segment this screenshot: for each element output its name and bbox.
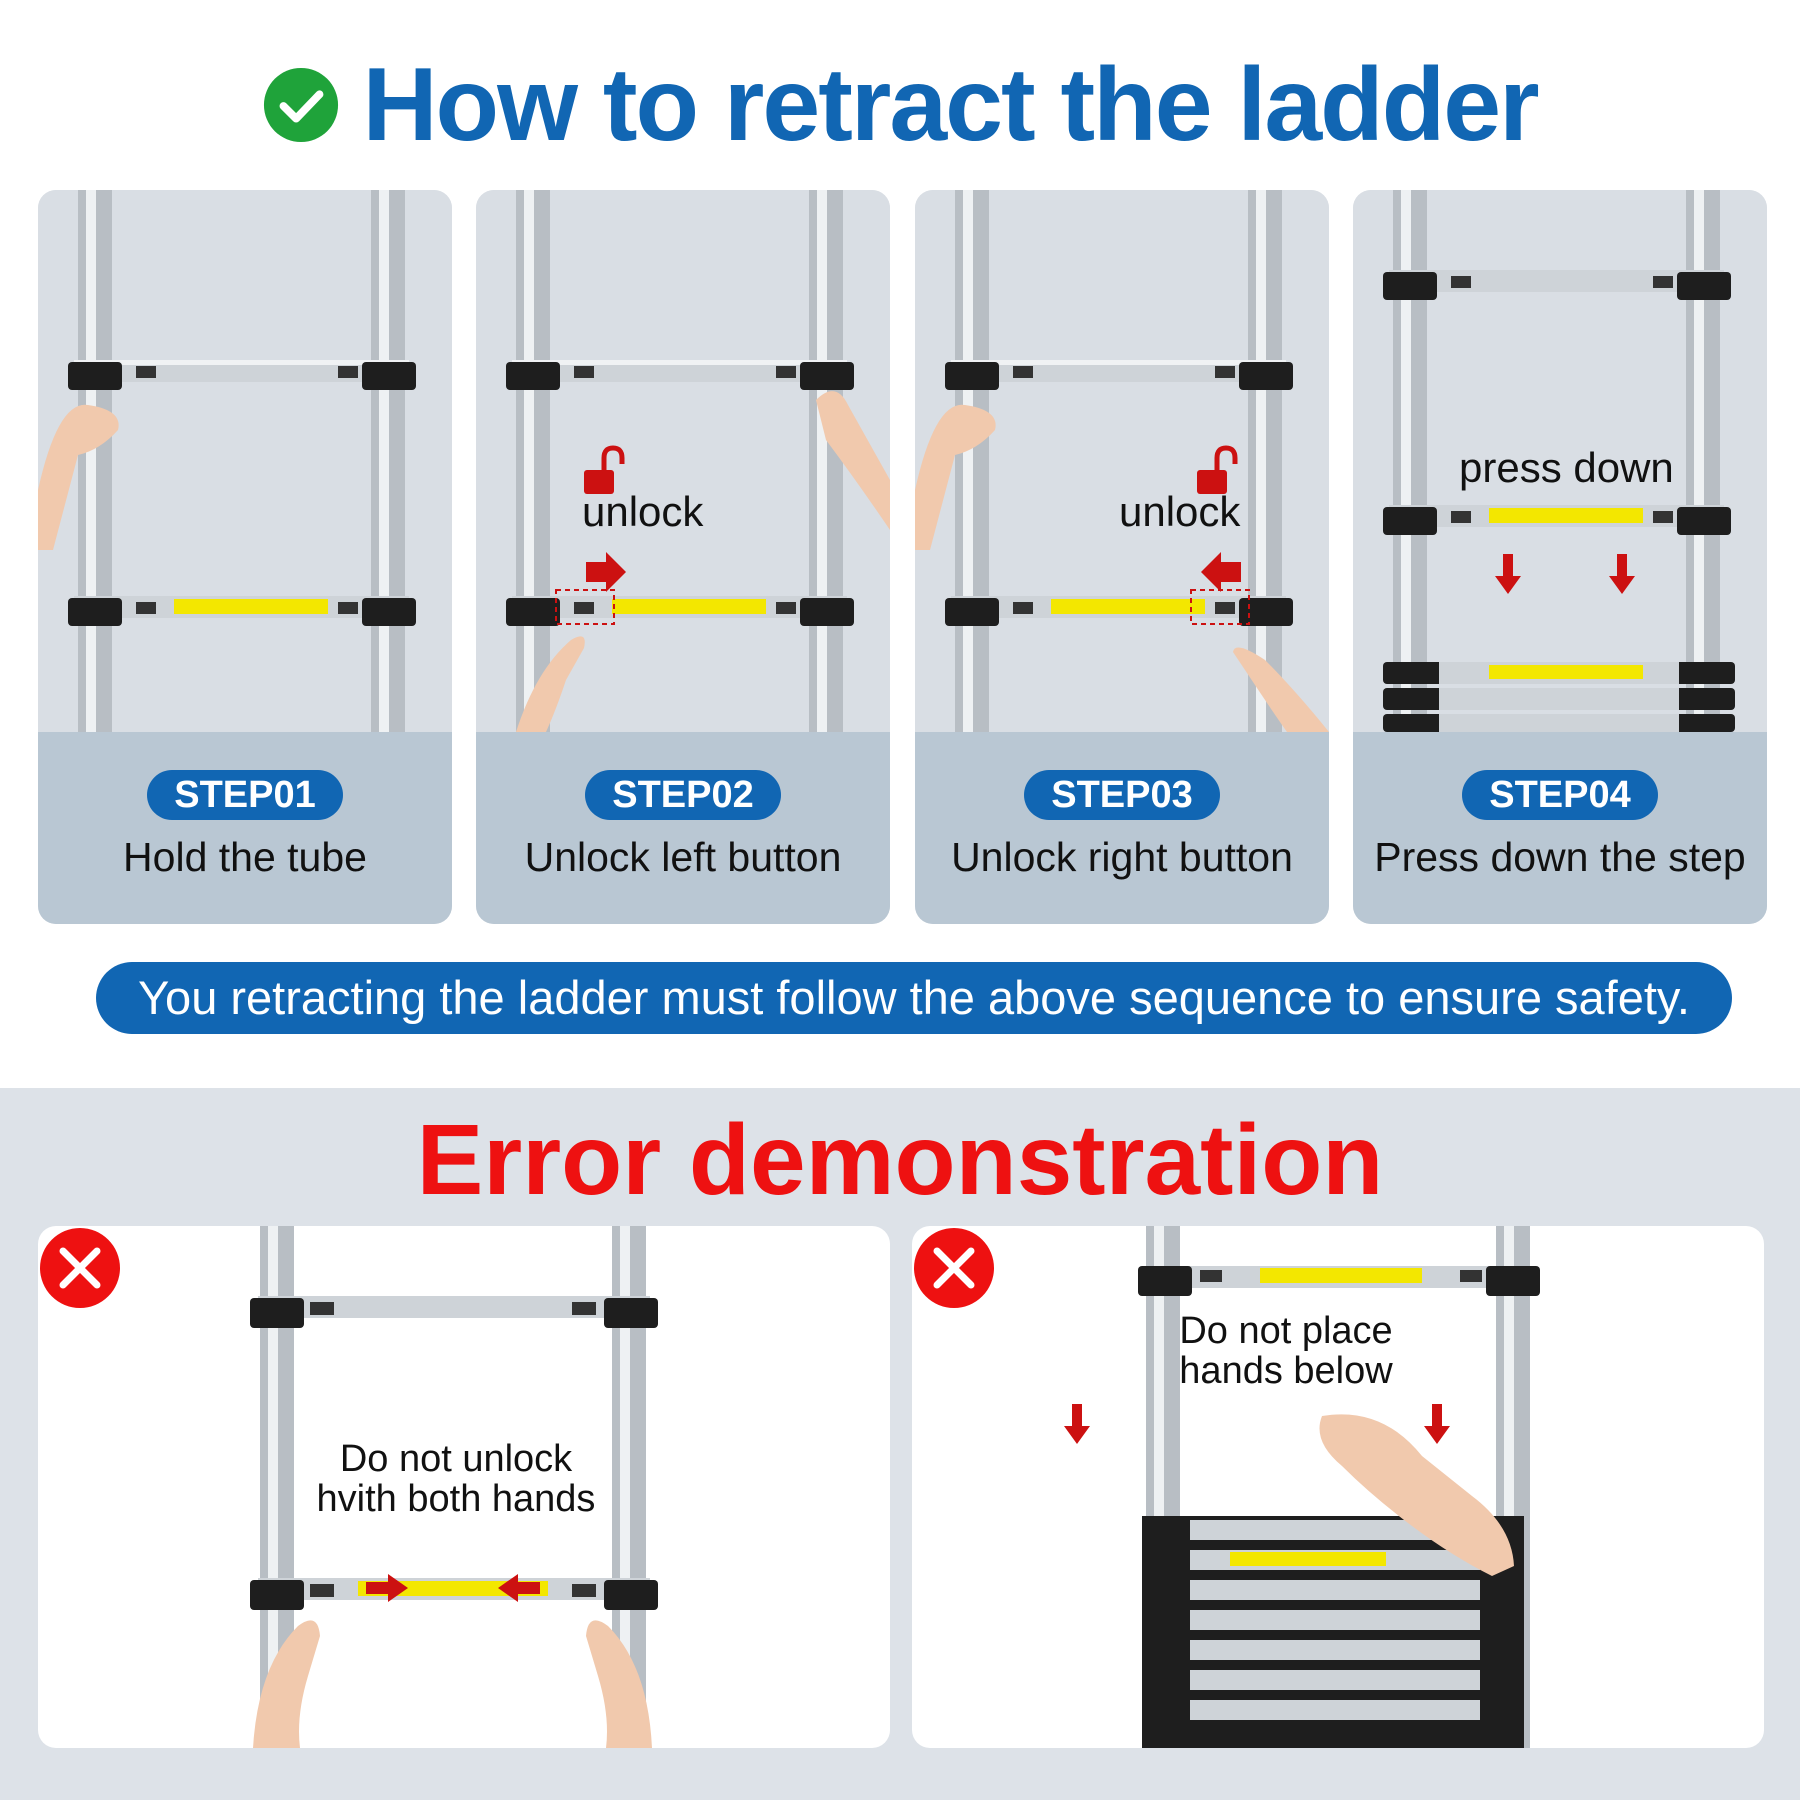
- main-title-text: How to retract the ladder: [362, 47, 1539, 163]
- step-4-photo: press down: [1353, 190, 1767, 732]
- unlock-label: unlock: [582, 488, 704, 535]
- arrow-left-icon: [498, 1574, 540, 1602]
- step-badge: STEP03: [1024, 770, 1220, 820]
- error-label-line: Do not place: [1179, 1310, 1393, 1352]
- step-caption: Hold the tube: [123, 834, 367, 880]
- ladder-illustration: [476, 190, 890, 732]
- error-x-icon: [914, 1228, 994, 1308]
- ladder-illustration: [1064, 1226, 1540, 1748]
- step-badge: STEP02: [585, 770, 781, 820]
- ladder-illustration: [38, 190, 452, 732]
- arrow-left-icon: [1201, 552, 1241, 592]
- step-3-caption-area: STEP03 Unlock right button: [915, 732, 1329, 924]
- step-2-caption-area: STEP02 Unlock left button: [476, 732, 890, 924]
- error-card-2: Do not place hands below: [912, 1226, 1764, 1748]
- arrow-down-icon: [1424, 1404, 1450, 1444]
- step-caption: Unlock left button: [524, 834, 842, 880]
- step-card-2: unlock STEP02 Unlock left button: [476, 190, 890, 924]
- ladder-illustration: [915, 190, 1329, 732]
- step-card-3: unlock STEP03 Unlock right button: [915, 190, 1329, 924]
- error-label-line: hands below: [1179, 1349, 1393, 1392]
- arrow-down-icon: [1495, 554, 1521, 594]
- check-circle-icon: [264, 67, 339, 143]
- error-x-icon: [40, 1228, 120, 1308]
- step-card-4: press down STEP04 Press down the step: [1353, 190, 1767, 924]
- arrow-right-icon: [366, 1574, 408, 1602]
- unlocked-padlock-icon: [1197, 445, 1238, 494]
- step-caption: Press down the step: [1374, 834, 1746, 880]
- error-label-line: Do not unlock: [339, 1438, 573, 1480]
- step-badge: STEP04: [1462, 770, 1658, 820]
- error-label-line: hvith both hands: [316, 1477, 596, 1520]
- arrow-down-icon: [1609, 554, 1635, 594]
- error-card-1: Do not unlock hvith both hands: [38, 1226, 890, 1748]
- ladder-illustration: [250, 1226, 658, 1748]
- error-label-1: Do not unlock hvith both hands: [308, 1438, 604, 1520]
- step-caption: Unlock right button: [951, 834, 1293, 880]
- step-1-photo: [38, 190, 452, 732]
- step-card-1: STEP01 Hold the tube: [38, 190, 452, 924]
- step-3-photo: unlock: [915, 190, 1329, 732]
- error-label-2: Do not place hands below: [1136, 1310, 1436, 1392]
- ladder-illustration: [1353, 190, 1767, 732]
- press-down-label: press down: [1459, 444, 1674, 491]
- unlocked-padlock-icon: [584, 445, 625, 494]
- unlock-label: unlock: [1119, 488, 1241, 535]
- error-title: Error demonstration: [416, 1104, 1384, 1216]
- arrow-right-icon: [586, 552, 626, 592]
- step-4-caption-area: STEP04 Press down the step: [1353, 732, 1767, 924]
- step-1-caption-area: STEP01 Hold the tube: [38, 732, 452, 924]
- step-2-photo: unlock: [476, 190, 890, 732]
- arrow-down-icon: [1064, 1404, 1090, 1444]
- step-badge: STEP01: [147, 770, 343, 820]
- instructions-section: How to retract the ladder: [0, 40, 1800, 1034]
- safety-note-banner: You retracting the ladder must follow th…: [96, 962, 1732, 1034]
- main-title: How to retract the ladder: [0, 40, 1800, 170]
